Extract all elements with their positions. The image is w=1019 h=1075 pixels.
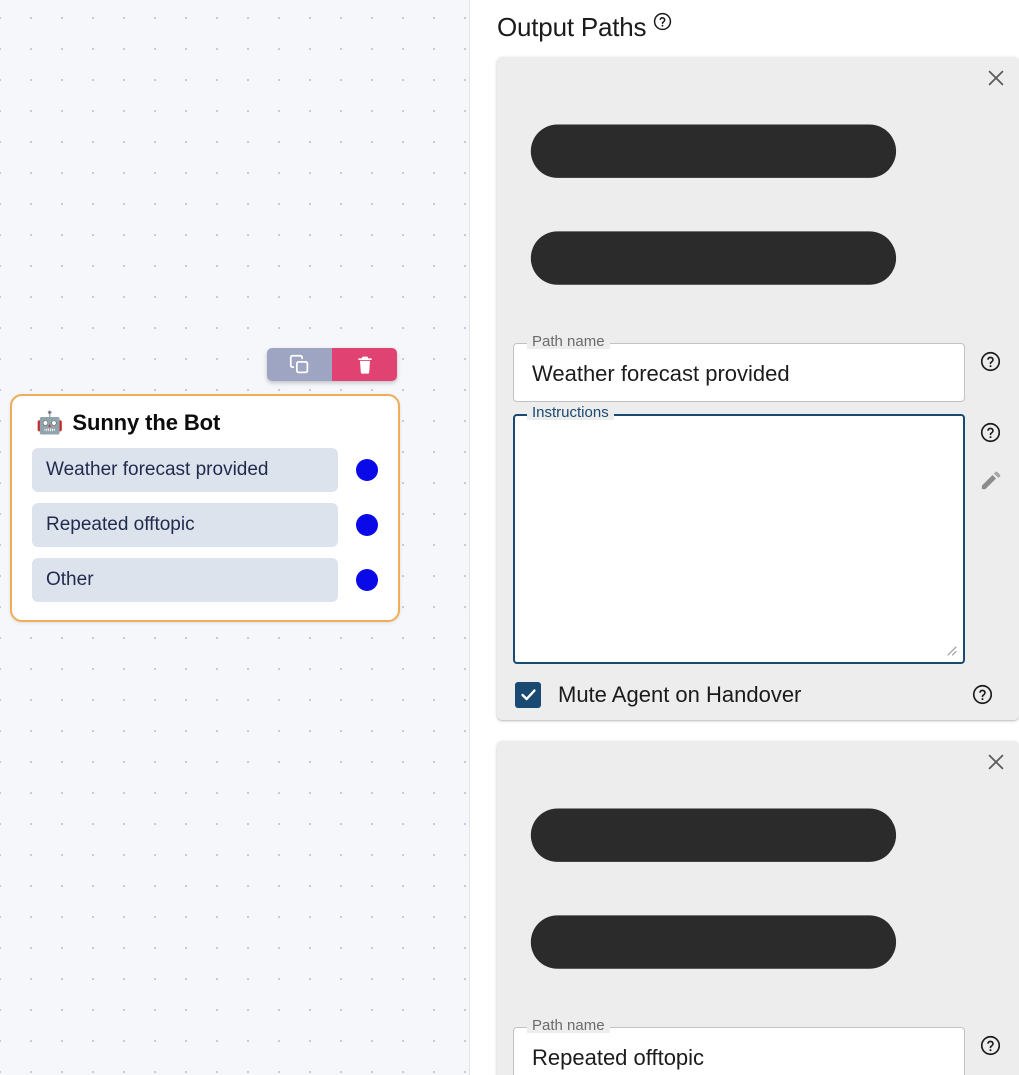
node-toolbar: [267, 348, 397, 381]
path-name-row: Path name Weather forecast provided: [513, 334, 1003, 402]
copy-icon: [289, 354, 310, 375]
path-name-field-wrapper[interactable]: Path name Repeated offtopic: [513, 1018, 965, 1075]
drag-handle-icon[interactable]: [513, 808, 1003, 1026]
mute-agent-row: Mute Agent on Handover: [513, 681, 1003, 708]
output-paths-panel: Output Paths: [470, 0, 1019, 1075]
page-title: Output Paths: [497, 12, 647, 42]
agent-node[interactable]: 🤖 Sunny the Bot Weather forecast provide…: [10, 394, 400, 622]
node-output-label: Weather forecast provided: [32, 448, 338, 492]
path-name-side-icons: [977, 1027, 1003, 1056]
close-icon[interactable]: [985, 67, 1007, 89]
instructions-row: Instructions: [513, 404, 1003, 664]
mute-agent-checkbox[interactable]: [515, 681, 541, 708]
node-output-handle[interactable]: [356, 568, 378, 591]
help-circle-icon[interactable]: [653, 12, 672, 31]
flow-canvas[interactable]: 🤖 Sunny the Bot Weather forecast provide…: [0, 0, 470, 1075]
pencil-icon[interactable]: [979, 469, 1002, 492]
node-title: Sunny the Bot: [72, 410, 221, 435]
drag-handle-icon[interactable]: [513, 124, 1003, 342]
delete-node-button[interactable]: [332, 348, 397, 381]
duplicate-node-button[interactable]: [267, 348, 332, 381]
path-name-row: Path name Repeated offtopic: [513, 1018, 1003, 1075]
path-card: Path name Repeated offtopic Instruct: [497, 740, 1019, 1075]
path-card: Path name Weather forecast provided: [497, 57, 1019, 720]
node-output-row[interactable]: Weather forecast provided: [32, 448, 378, 492]
instructions-side-icons: [977, 414, 1003, 492]
node-output-label: Repeated offtopic: [32, 502, 338, 547]
help-circle-icon[interactable]: [972, 684, 993, 705]
node-header: 🤖 Sunny the Bot: [32, 410, 378, 436]
path-name-field-wrapper[interactable]: Path name Weather forecast provided: [513, 334, 965, 402]
help-circle-icon[interactable]: [980, 422, 1001, 443]
path-name-input[interactable]: Repeated offtopic: [513, 1027, 965, 1075]
canvas-divider: [469, 0, 470, 1075]
mute-agent-label: Mute Agent on Handover: [558, 681, 802, 707]
panel-header: Output Paths: [497, 0, 1019, 43]
path-name-input[interactable]: Weather forecast provided: [513, 343, 965, 402]
instructions-field-wrapper[interactable]: Instructions: [513, 404, 965, 664]
robot-emoji-icon: 🤖: [36, 410, 64, 435]
node-output-row[interactable]: Repeated offtopic: [32, 502, 378, 547]
node-output-handle[interactable]: [356, 513, 378, 536]
node-output-label: Other: [32, 557, 338, 602]
trash-icon: [355, 355, 375, 375]
node-output-handle[interactable]: [356, 458, 378, 481]
help-circle-icon[interactable]: [980, 351, 1001, 372]
instructions-textarea[interactable]: [513, 413, 965, 664]
close-icon[interactable]: [985, 751, 1007, 773]
path-name-side-icons: [977, 343, 1003, 372]
node-output-row[interactable]: Other: [32, 557, 378, 602]
help-circle-icon[interactable]: [980, 1035, 1001, 1056]
